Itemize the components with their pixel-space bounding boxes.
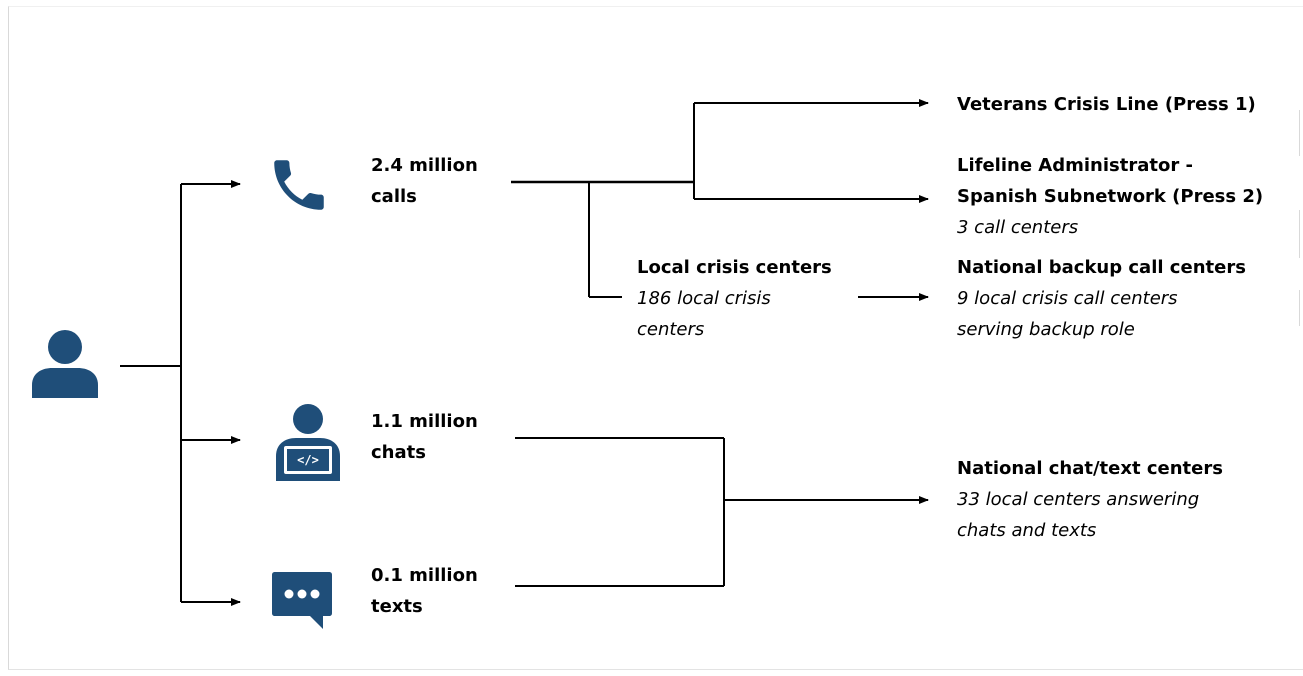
person-laptop-code-icon: </> <box>276 404 340 481</box>
chats-label: 1.1 million chats <box>371 406 478 468</box>
backup-title: National backup call centers <box>957 257 1246 278</box>
chat-text-detail-line1: 33 local centers answering <box>957 489 1200 510</box>
backup-node: National backup call centers 9 local cri… <box>957 252 1246 345</box>
chats-count: 1.1 million <box>371 411 478 432</box>
frame-edge-mark <box>1299 210 1300 258</box>
code-glyph: </> <box>297 453 319 467</box>
backup-detail-line1: 9 local crisis call centers <box>957 288 1178 309</box>
spanish-title-line1: Lifeline Administrator - <box>957 155 1193 176</box>
diagram-frame <box>8 6 1303 670</box>
texts-count: 0.1 million <box>371 565 478 586</box>
local-crisis-node: Local crisis centers 186 local crisis ce… <box>637 252 832 345</box>
local-crisis-detail-line2: centers <box>637 319 705 340</box>
chat-text-detail-line2: chats and texts <box>957 520 1097 541</box>
person-icon <box>32 330 98 398</box>
local-crisis-title: Local crisis centers <box>637 257 832 278</box>
veterans-node: Veterans Crisis Line (Press 1) <box>957 89 1256 120</box>
chat-text-title: National chat/text centers <box>957 458 1223 479</box>
chats-noun: chats <box>371 442 426 463</box>
spanish-detail: 3 call centers <box>957 217 1079 238</box>
frame-edge-mark <box>1299 110 1300 156</box>
chat-bubble-icon <box>272 572 332 629</box>
backup-detail-line2: serving backup role <box>957 319 1135 340</box>
phone-icon <box>274 160 324 210</box>
local-crisis-detail-line1: 186 local crisis <box>637 288 771 309</box>
spanish-title-line2: Spanish Subnetwork (Press 2) <box>957 186 1264 207</box>
calls-noun: calls <box>371 186 417 207</box>
calls-label: 2.4 million calls <box>371 150 478 212</box>
frame-edge-mark <box>1299 290 1300 326</box>
veterans-title: Veterans Crisis Line (Press 1) <box>957 94 1256 115</box>
texts-noun: texts <box>371 596 423 617</box>
chat-text-node: National chat/text centers 33 local cent… <box>957 453 1223 546</box>
texts-label: 0.1 million texts <box>371 560 478 622</box>
calls-count: 2.4 million <box>371 155 478 176</box>
spanish-node: Lifeline Administrator - Spanish Subnetw… <box>957 150 1263 243</box>
